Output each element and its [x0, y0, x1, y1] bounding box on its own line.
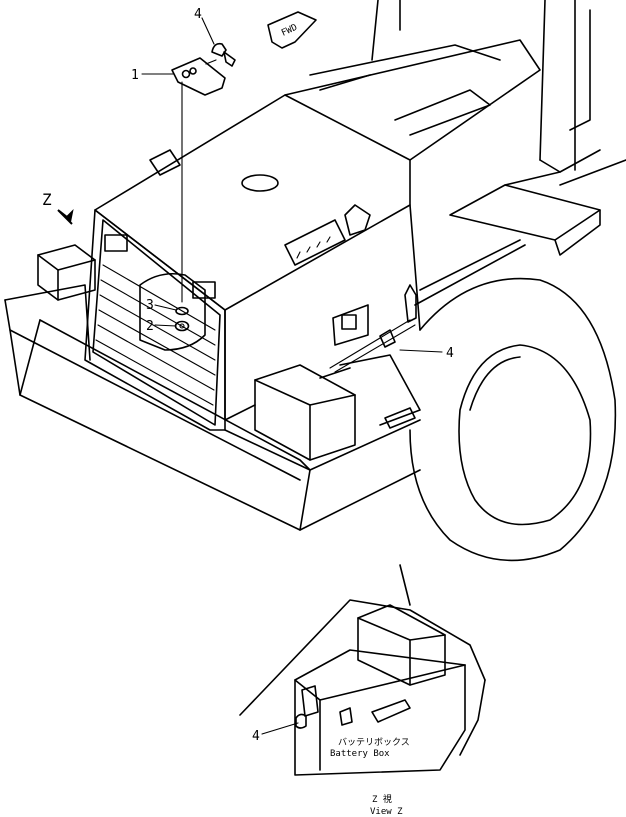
- part-4-lock-top: [211, 42, 236, 67]
- fwd-arrow-icon: FWD: [267, 11, 317, 49]
- machine-cab: [371, 0, 626, 186]
- view-z-caption-jp: Z 視: [372, 793, 392, 805]
- front-grille: [84, 209, 226, 431]
- callout-4-top: 4: [194, 7, 202, 22]
- battery-box-label-en: Battery Box: [330, 749, 390, 759]
- front-bumper: [4, 244, 421, 531]
- view-z-detail: [239, 564, 486, 776]
- part-3-washer: [175, 306, 189, 316]
- callout-4-right: 4: [446, 346, 454, 361]
- callout-3: 3: [146, 298, 154, 313]
- callout-2: 2: [146, 319, 154, 334]
- view-z-caption-en: View Z: [370, 807, 403, 817]
- fender-step: [414, 171, 601, 306]
- link-rods: [181, 81, 417, 373]
- view-z-marker: Z: [42, 190, 74, 225]
- callout-4-view: 4: [252, 729, 260, 744]
- view-arrow-icon: [57, 208, 74, 225]
- battery-box: [254, 354, 421, 461]
- callout-leaders: [141, 17, 443, 735]
- fwd-label: FWD: [280, 23, 299, 39]
- battery-box-label-jp: バッテリボックス: [338, 737, 410, 748]
- callout-1: 1: [131, 68, 139, 83]
- engine-hood: [94, 39, 541, 421]
- rear-wheel: [409, 277, 617, 562]
- view-z-letter: Z: [42, 190, 52, 209]
- part-1-bracket: [171, 57, 226, 96]
